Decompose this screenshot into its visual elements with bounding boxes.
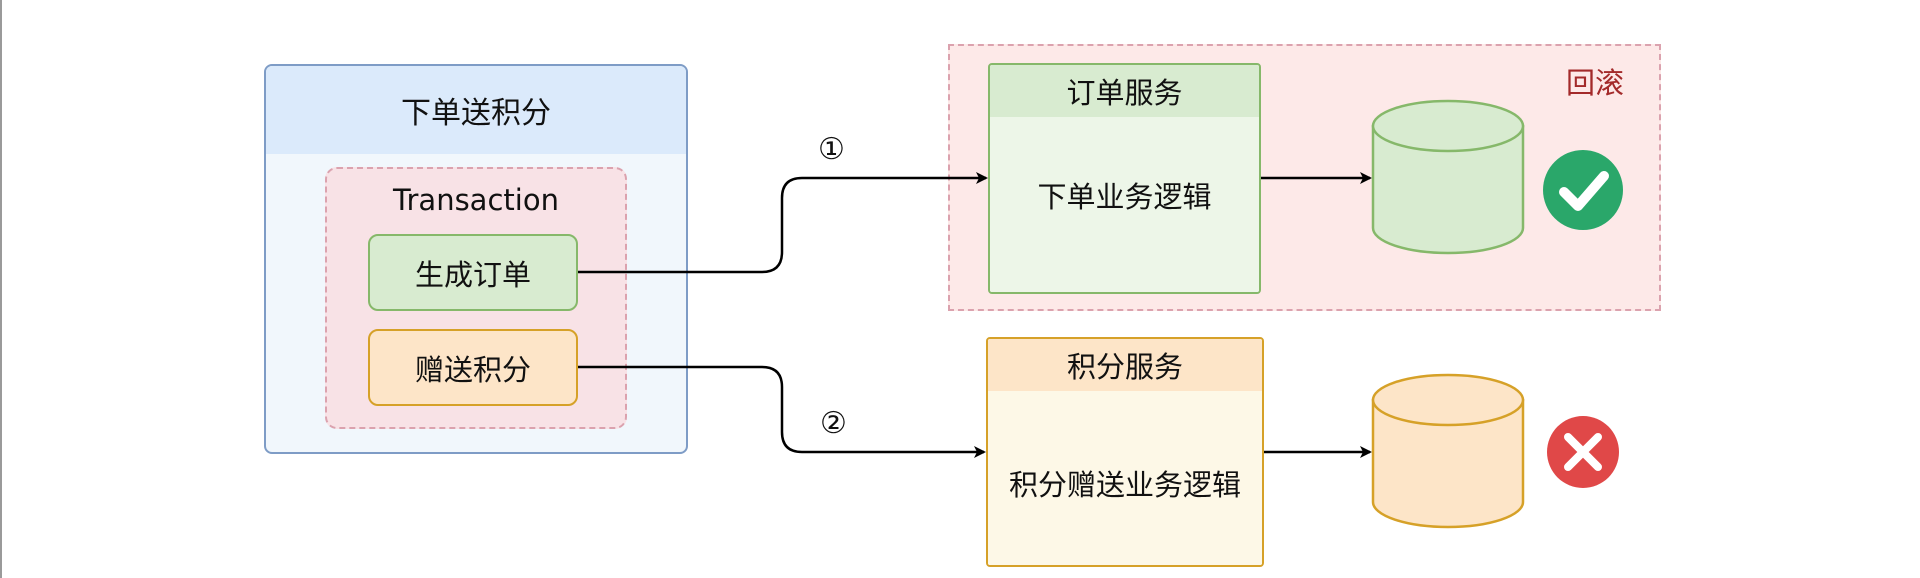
page-left-edge <box>0 0 2 578</box>
connector-step-2 <box>578 365 986 458</box>
transaction-title: Transaction <box>393 183 559 217</box>
order-database-icon <box>1371 99 1525 255</box>
points-service-box: 积分服务 积分赠送业务逻辑 <box>986 337 1264 567</box>
order-service-logic: 下单业务逻辑 <box>1037 180 1212 214</box>
connector-step-1 <box>578 172 988 274</box>
order-service-body <box>990 117 1259 292</box>
create-order-step: 生成订单 <box>368 234 578 311</box>
container-header <box>266 66 686 154</box>
gift-points-step: 赠送积分 <box>368 329 578 406</box>
order-service-box: 订单服务 下单业务逻辑 <box>988 63 1261 294</box>
points-service-title: 积分服务 <box>988 339 1262 391</box>
step-2-number: ② <box>820 406 847 441</box>
x-circle-icon <box>1547 416 1619 488</box>
rollback-label: 回滚 <box>1566 66 1625 100</box>
container-title: 下单送积分 <box>401 96 551 131</box>
step-1-number: ① <box>818 132 845 167</box>
points-service-body <box>988 391 1262 565</box>
points-service-logic: 积分赠送业务逻辑 <box>1008 468 1241 502</box>
order-service-title: 订单服务 <box>990 65 1259 117</box>
points-database-icon <box>1371 373 1525 529</box>
check-circle-icon <box>1543 150 1623 230</box>
